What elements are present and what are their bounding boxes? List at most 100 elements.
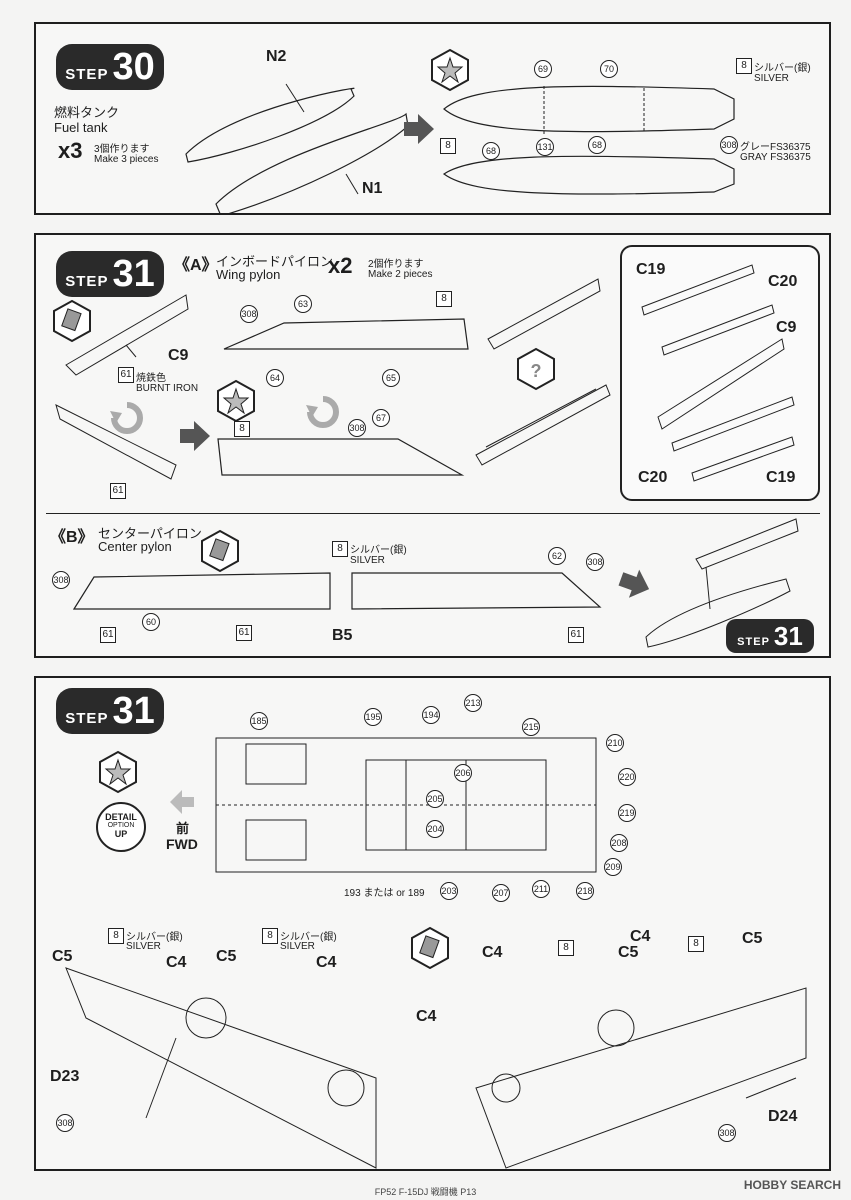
decal-63: 63 — [294, 295, 312, 313]
burnt-jp: 焼鉄色 — [136, 373, 166, 384]
g-silver-num-4: 8 — [688, 936, 704, 952]
pylon-title-en: Wing pylon — [216, 267, 281, 282]
part-c9: C9 — [168, 347, 189, 364]
b-308b: 308 — [586, 553, 604, 571]
decal-203: 203 — [440, 882, 458, 900]
paint-brush-icon-b — [201, 529, 239, 573]
step30-qty-en: Make 3 pieces — [94, 154, 159, 165]
num-308-a: 308 — [56, 1114, 74, 1132]
c4-d: C4 — [482, 944, 503, 961]
section-divider — [46, 513, 820, 514]
decal-210: 210 — [606, 734, 624, 752]
num-8-lower: 8 — [234, 421, 250, 437]
pylon-right-lower — [475, 384, 611, 466]
center-pylon-jp: センターパイロン — [98, 526, 202, 541]
fwd-en: FWD — [166, 836, 198, 852]
svg-text:?: ? — [531, 361, 542, 381]
g-silver-en-2: SILVER — [280, 941, 315, 952]
c5-d: C5 — [742, 930, 763, 947]
g-silver-num-2: 8 — [262, 928, 278, 944]
assembly-arrow-3 — [618, 569, 650, 598]
step30-qty: x3 — [58, 138, 83, 163]
burnt-num: 61 — [118, 367, 134, 383]
decal-207: 207 — [492, 884, 510, 902]
decal-64: 64 — [266, 369, 284, 387]
step31a-panel: STEP 31 《A》 インボードパイロン Wing pylon x2 2個作り… — [34, 233, 831, 658]
decal-67: 67 — [372, 409, 390, 427]
pylon-right-upper — [487, 278, 601, 350]
silver-en: SILVER — [754, 73, 789, 84]
c5-b: C5 — [216, 948, 237, 965]
num-308: 308 — [240, 305, 258, 323]
step30-title-en: Fuel tank — [54, 120, 108, 135]
mini-step31-badge: STEP 31 — [726, 619, 814, 653]
decal-131: 131 — [536, 138, 554, 156]
step30-panel: STEP 30 燃料タンク Fuel tank x3 3個作ります Make 3… — [34, 22, 831, 215]
gray-jp: グレーFS36375 — [740, 142, 811, 153]
step30-title-jp: 燃料タンク — [54, 105, 120, 120]
pylon-with-tank — [645, 518, 799, 648]
c4-b: C4 — [316, 954, 337, 971]
decal-60: 60 — [142, 613, 160, 631]
assembly-arrow-2 — [180, 421, 210, 451]
decal-70: 70 — [600, 60, 618, 78]
decal-218: 218 — [576, 882, 594, 900]
detail-option-badge: DETAIL OPTION UP — [96, 802, 146, 852]
pylon-title-jp: インボードパイロン — [216, 254, 334, 269]
b-silver-jp: シルバー(銀) — [350, 545, 407, 556]
cockpit-schematic — [215, 737, 597, 873]
g-silver-jp-1: シルバー(銀) — [126, 932, 183, 943]
d23: D23 — [50, 1068, 80, 1085]
gray-en: GRAY FS36375 — [740, 152, 811, 163]
decal-68a: 68 — [588, 136, 606, 154]
swap-icon: ? — [517, 347, 555, 391]
step31b-panel: STEP 31 DETAIL OPTION UP 前 FWD 185 195 1… — [34, 676, 831, 1171]
num-8: 8 — [436, 291, 452, 307]
c4-c: C4 — [416, 1008, 437, 1025]
decal-208: 208 — [610, 834, 628, 852]
g-silver-num-1: 8 — [108, 928, 124, 944]
part-b5: B5 — [332, 627, 353, 644]
part-n2: N2 — [266, 48, 287, 65]
pylon-lower — [217, 438, 465, 476]
silver-num: 8 — [736, 58, 752, 74]
gear-bay-right — [475, 987, 807, 1169]
decal-62: 62 — [548, 547, 566, 565]
decal-204: 204 — [426, 820, 444, 838]
pylon-c9-left — [65, 294, 189, 376]
b-silver-num: 8 — [332, 541, 348, 557]
decal-185: 185 — [250, 712, 268, 730]
silver-8: 8 — [440, 138, 456, 154]
paint-brush-icon — [53, 299, 91, 343]
b-61a: 61 — [100, 627, 116, 643]
fuel-tank-parts — [185, 83, 409, 213]
decal-194: 194 — [422, 706, 440, 724]
pylon-qty: x2 — [328, 253, 353, 278]
section-b: 《B》 — [50, 529, 94, 546]
pylon-qty-jp: 2個作ります — [368, 259, 424, 270]
inset-c19a: C19 — [636, 261, 666, 278]
decal-star-icon — [431, 48, 469, 92]
c5-c: C5 — [618, 944, 639, 961]
d24: D24 — [768, 1108, 798, 1125]
part-n1: N1 — [362, 180, 383, 197]
inset-c20b: C20 — [638, 469, 668, 486]
fwd-arrow-icon — [170, 790, 194, 814]
gray-num: 308 — [720, 136, 738, 154]
decal-219: 219 — [618, 804, 636, 822]
or-text: 193 または or 189 — [344, 888, 425, 899]
step31b-badge: STEP 31 — [56, 688, 164, 734]
decal-star-icon-3 — [99, 750, 137, 794]
rotate-icon — [110, 402, 143, 434]
num-308-b: 308 — [718, 1124, 736, 1142]
decal-69: 69 — [534, 60, 552, 78]
assembled-tank — [442, 85, 735, 195]
g-silver-jp-2: シルバー(銀) — [280, 932, 337, 943]
decal-211: 211 — [532, 880, 550, 898]
inset-c19b: C19 — [766, 469, 796, 486]
paint-brush-icon-c — [411, 926, 449, 970]
rotate-icon-2 — [306, 396, 339, 428]
c5-a: C5 — [52, 948, 73, 965]
decal-68b: 68 — [482, 142, 500, 160]
center-pylon-right — [351, 572, 602, 610]
